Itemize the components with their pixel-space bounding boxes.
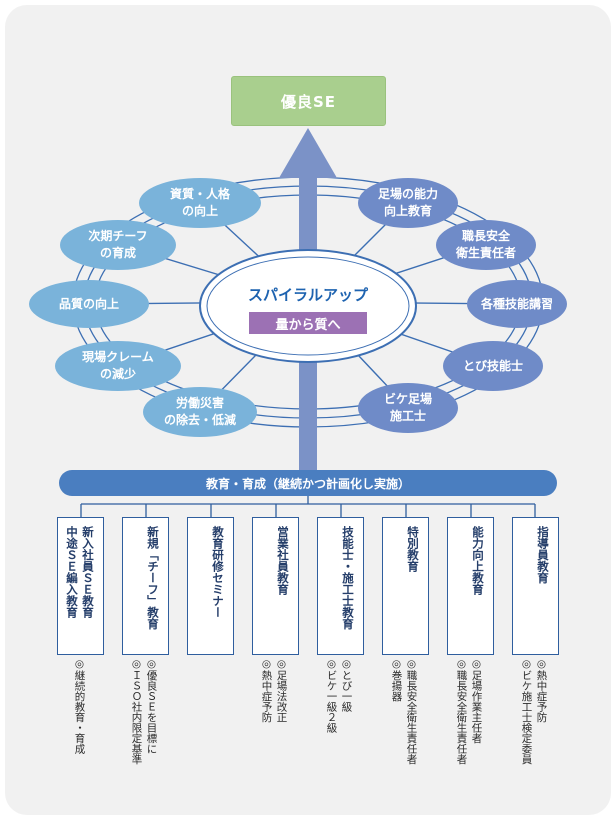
course-box-new-chief: 新規「チーフ」教育 <box>122 517 169 655</box>
course-box-sales-staff: 営業社員教育 <box>252 517 299 655</box>
course-box-seminar: 教育研修セミナー <box>187 517 234 655</box>
course-label: 営業社員教育 <box>276 526 290 595</box>
course-note: ◎巻揚器 <box>390 658 403 702</box>
course-label: 新入社員ＳＥ教育 <box>81 526 95 618</box>
node-character-improvement: 資質・人格 の向上 <box>139 178 261 228</box>
course-note: ◎とび一級 <box>340 658 353 712</box>
course-box-technician: 技能士・施工士教育 <box>317 517 364 655</box>
education-bar: 教育・育成（継続かつ計画化し実施） <box>59 470 557 496</box>
connector-lines <box>80 496 536 517</box>
course-note: ◎職長安全衛生責任者 <box>455 658 468 765</box>
course-box-skill-improvement: 能力向上教育 <box>447 517 494 655</box>
course-note: ◎熱中症予防 <box>535 658 548 723</box>
course-note: ◎ビケ施工士検定委員 <box>520 658 533 765</box>
course-note: ◎熱中症予防 <box>260 658 273 723</box>
course-note: ◎ＩＳＯ社内限定基準 <box>130 658 143 765</box>
node-bike-scaffold-installer: ビケ足場 施工士 <box>358 383 458 433</box>
course-label: 能力向上教育 <box>471 526 485 595</box>
course-label: 中途ＳＥ編入教育 <box>65 526 79 618</box>
course-note: ◎継続的教育・育成 <box>73 658 86 754</box>
goal-box: 優良SE <box>231 76 386 126</box>
up-arrow-head <box>279 128 337 178</box>
node-tobi-technician: とび技能士 <box>443 341 543 391</box>
course-box-instructor: 指導員教育 <box>512 517 559 655</box>
course-note: ◎優良ＳＥを目標に <box>145 658 158 754</box>
course-box-special: 特別教育 <box>382 517 429 655</box>
center-ellipse-inner <box>206 256 410 356</box>
course-note: ◎ビケ一級２級 <box>325 658 338 733</box>
spiral-title: スパイラルアップ <box>247 286 368 304</box>
course-note: ◎足場法改正 <box>275 658 288 723</box>
course-label: 指導員教育 <box>536 526 550 584</box>
spiral-subtitle-tag: 量から質へ <box>249 312 367 334</box>
node-quality-improvement: 品質の向上 <box>29 280 149 328</box>
course-label: 教育研修セミナー <box>211 526 225 618</box>
course-note: ◎職長安全衛生責任者 <box>405 658 418 765</box>
course-note: ◎足場作業主任者 <box>470 658 483 744</box>
node-skill-courses: 各種技能講習 <box>467 280 567 328</box>
course-label: 特別教育 <box>406 526 420 572</box>
node-next-chief-training: 次期チーフ の育成 <box>60 220 176 270</box>
node-foreman-safety: 職長安全 衛生責任者 <box>436 220 536 270</box>
course-label: 技能士・施工士教育 <box>341 526 355 630</box>
course-label: 新規「チーフ」教育 <box>146 526 160 630</box>
course-box-new-employee: 新入社員ＳＥ教育 中途ＳＥ編入教育 <box>57 517 104 655</box>
node-complaint-reduction: 現場クレーム の減少 <box>55 341 181 391</box>
center-ellipse <box>199 249 417 363</box>
node-accident-reduction: 労働災害 の除去・低減 <box>143 387 257 437</box>
node-scaffold-skill-education: 足場の能力 向上教育 <box>358 178 458 228</box>
